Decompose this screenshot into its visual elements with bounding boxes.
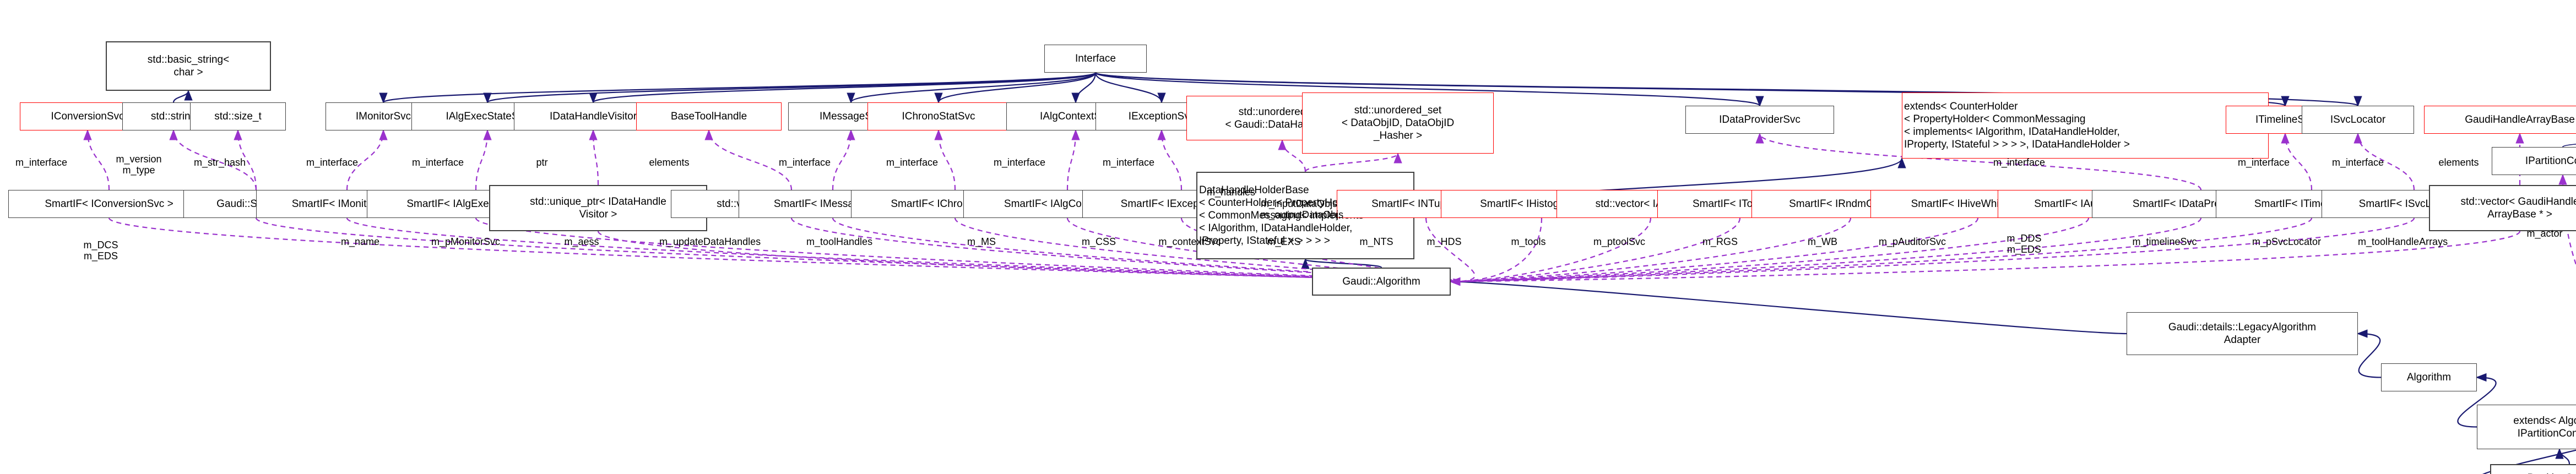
uml-class-node-algorithm[interactable]: Algorithm bbox=[2381, 363, 2477, 391]
edge-label: m_interface bbox=[778, 157, 831, 168]
edge bbox=[1449, 217, 1979, 286]
edge bbox=[1449, 217, 1741, 286]
edge bbox=[1449, 217, 2202, 286]
edge-label: m_ptoolSvc bbox=[1593, 236, 1646, 247]
edge-label: m_updateDataHandles bbox=[659, 236, 761, 247]
edge-label: m_handles bbox=[1206, 187, 1256, 198]
edge-label: m_interface bbox=[15, 157, 68, 168]
edge-label: m_interface bbox=[411, 157, 464, 168]
edge-label: m_MS bbox=[967, 236, 996, 247]
edge bbox=[934, 72, 1097, 104]
edge-label: m_interface bbox=[2331, 157, 2384, 168]
edge-label: m_interface bbox=[2237, 157, 2290, 168]
edge-label: m_toolHandleArrays bbox=[2358, 236, 2448, 247]
edge-label: m_CSS bbox=[1081, 236, 1116, 247]
edge bbox=[1449, 217, 1543, 286]
uml-class-node-legacy_adapter[interactable]: Gaudi::details::LegacyAlgorithm Adapter bbox=[2127, 312, 2358, 355]
edge-label: m_HDS bbox=[1427, 236, 1462, 247]
uml-class-node-std_basic_string[interactable]: std::basic_string< char > bbox=[106, 41, 271, 91]
edge-label: m_name bbox=[340, 236, 380, 247]
edge-label: m_WB bbox=[1808, 236, 1837, 247]
edge-label: m_interface bbox=[886, 157, 939, 168]
edge bbox=[1157, 129, 1183, 190]
edge-label: m_str_hash bbox=[193, 157, 246, 168]
edge-label: m_NTS bbox=[1359, 236, 1393, 247]
edge-label: m_DDS m_EDS bbox=[2006, 233, 2042, 255]
edge-label: elements bbox=[2438, 157, 2479, 168]
edge bbox=[172, 89, 193, 103]
edge bbox=[1066, 129, 1080, 190]
edge-label: m_inputDataObjs m_outputDataObjs bbox=[1261, 198, 1344, 220]
uml-class-node-smartif_iconversionsvc[interactable]: SmartIF< IConversionSvc > bbox=[8, 190, 210, 218]
edge-label: m_tools bbox=[1511, 236, 1546, 247]
edge-label: m_RGS bbox=[1702, 236, 1738, 247]
edge-label: m_interface bbox=[1993, 157, 2046, 168]
edge-label: elements bbox=[649, 157, 690, 168]
uml-class-node-gaudihandlearraybase[interactable]: GaudiHandleArrayBase bbox=[2424, 106, 2576, 134]
edge bbox=[847, 72, 1097, 104]
edge-label: m_interface bbox=[993, 157, 1046, 168]
edge bbox=[1449, 217, 2415, 286]
edge bbox=[1301, 258, 1382, 269]
edge bbox=[1449, 217, 1652, 286]
edge bbox=[379, 72, 1097, 104]
edge-label: m_EXS bbox=[1267, 236, 1301, 247]
uml-class-node-ipartitioncontrol[interactable]: IPartitionControl bbox=[2492, 147, 2576, 175]
edge bbox=[2356, 329, 2382, 378]
edge-label: m_DCS m_EDS bbox=[83, 239, 118, 261]
edge-label: m_contextSvc bbox=[1158, 236, 1221, 247]
edge bbox=[2555, 448, 2570, 465]
edge bbox=[1094, 72, 1166, 104]
edge-label: m_pMonitorSvc bbox=[431, 236, 501, 247]
uml-class-node-partitionswitchalg[interactable]: PartitionSwitchAlg bbox=[2490, 464, 2576, 474]
edge-label: m_version m_type bbox=[116, 154, 162, 176]
edge bbox=[589, 129, 599, 186]
uml-class-node-interface_top[interactable]: Interface bbox=[1044, 45, 1147, 73]
uml-class-node-unordered_set_dataobjid[interactable]: std::unordered_set < DataObjID, DataObjI… bbox=[1302, 92, 1494, 154]
edge bbox=[1071, 72, 1097, 104]
edge bbox=[589, 72, 1097, 104]
edge-label: m_timelineSvc bbox=[2132, 236, 2197, 247]
uml-class-node-std_size_t[interactable]: std::size_t bbox=[190, 102, 286, 130]
uml-class-node-extends_algorithm_partition[interactable]: extends< Algorithm, IPartitionControl > bbox=[2477, 405, 2576, 449]
edge-label: m_toolHandles bbox=[806, 236, 873, 247]
edge-label: ptr bbox=[536, 157, 548, 168]
edge-label: m_pSvcLocator bbox=[2252, 236, 2322, 247]
edge bbox=[484, 72, 1097, 104]
uml-class-node-extends_counterholder[interactable]: extends< CounterHolder < PropertyHolder<… bbox=[1902, 92, 2269, 159]
edge-label: m_pAuditorSvc bbox=[1879, 236, 1946, 247]
edge bbox=[1449, 277, 2127, 335]
edge-label: m_actor bbox=[2526, 228, 2563, 239]
edge bbox=[1304, 152, 1402, 172]
edge bbox=[1449, 217, 1852, 286]
uml-class-node-basetoolhandle[interactable]: BaseToolHandle bbox=[636, 102, 782, 130]
uml-class-node-idataprovidersvc[interactable]: IDataProviderSvc bbox=[1685, 106, 1834, 134]
uml-class-node-isvclocator[interactable]: ISvcLocator bbox=[2302, 106, 2414, 134]
edge-label: m_interface bbox=[1102, 157, 1155, 168]
uml-class-node-ichronostatsvc[interactable]: IChronoStatSvc bbox=[867, 102, 1010, 130]
uml-class-node-gaudihandlearray[interactable]: std::vector< GaudiHandle ArrayBase * > bbox=[2429, 185, 2576, 231]
edge-label: m_aess bbox=[564, 236, 599, 247]
edge-label: m_interface bbox=[306, 157, 359, 168]
edge bbox=[475, 129, 492, 190]
uml-class-node-gaudi_algorithm[interactable]: Gaudi::Algorithm bbox=[1312, 268, 1451, 296]
edge bbox=[1449, 217, 2313, 286]
